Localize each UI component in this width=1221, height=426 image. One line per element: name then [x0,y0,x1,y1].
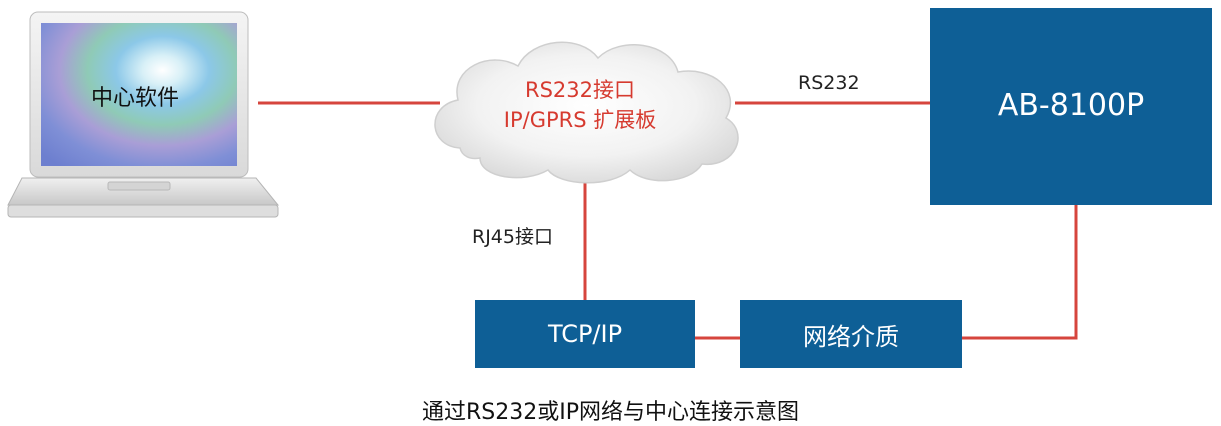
network-medium-box: 网络介质 [740,300,962,368]
laptop [0,0,290,230]
cloud-icon [434,41,739,184]
cloud [420,28,755,188]
central-software-label: 中心软件 [90,86,179,111]
diagram-caption: 通过RS232或IP网络与中心连接示意图 [422,400,799,425]
network-medium-label: 网络介质 [803,322,899,351]
tcpip-label: TCP/IP [547,320,623,348]
tcpip-box: TCP/IP [475,300,695,368]
cloud-label-line1: RS232接口 [524,78,635,102]
rj45-link-label: RJ45接口 [472,226,553,248]
rs232-link-label: RS232 [798,72,860,94]
cloud-label-line2: IP/GPRS 扩展板 [503,108,657,132]
ab-8100p-device: AB-8100P [930,8,1212,205]
laptop-icon [7,11,280,218]
device-label: AB-8100P [997,88,1145,123]
medium-to-device-line [962,205,1078,340]
